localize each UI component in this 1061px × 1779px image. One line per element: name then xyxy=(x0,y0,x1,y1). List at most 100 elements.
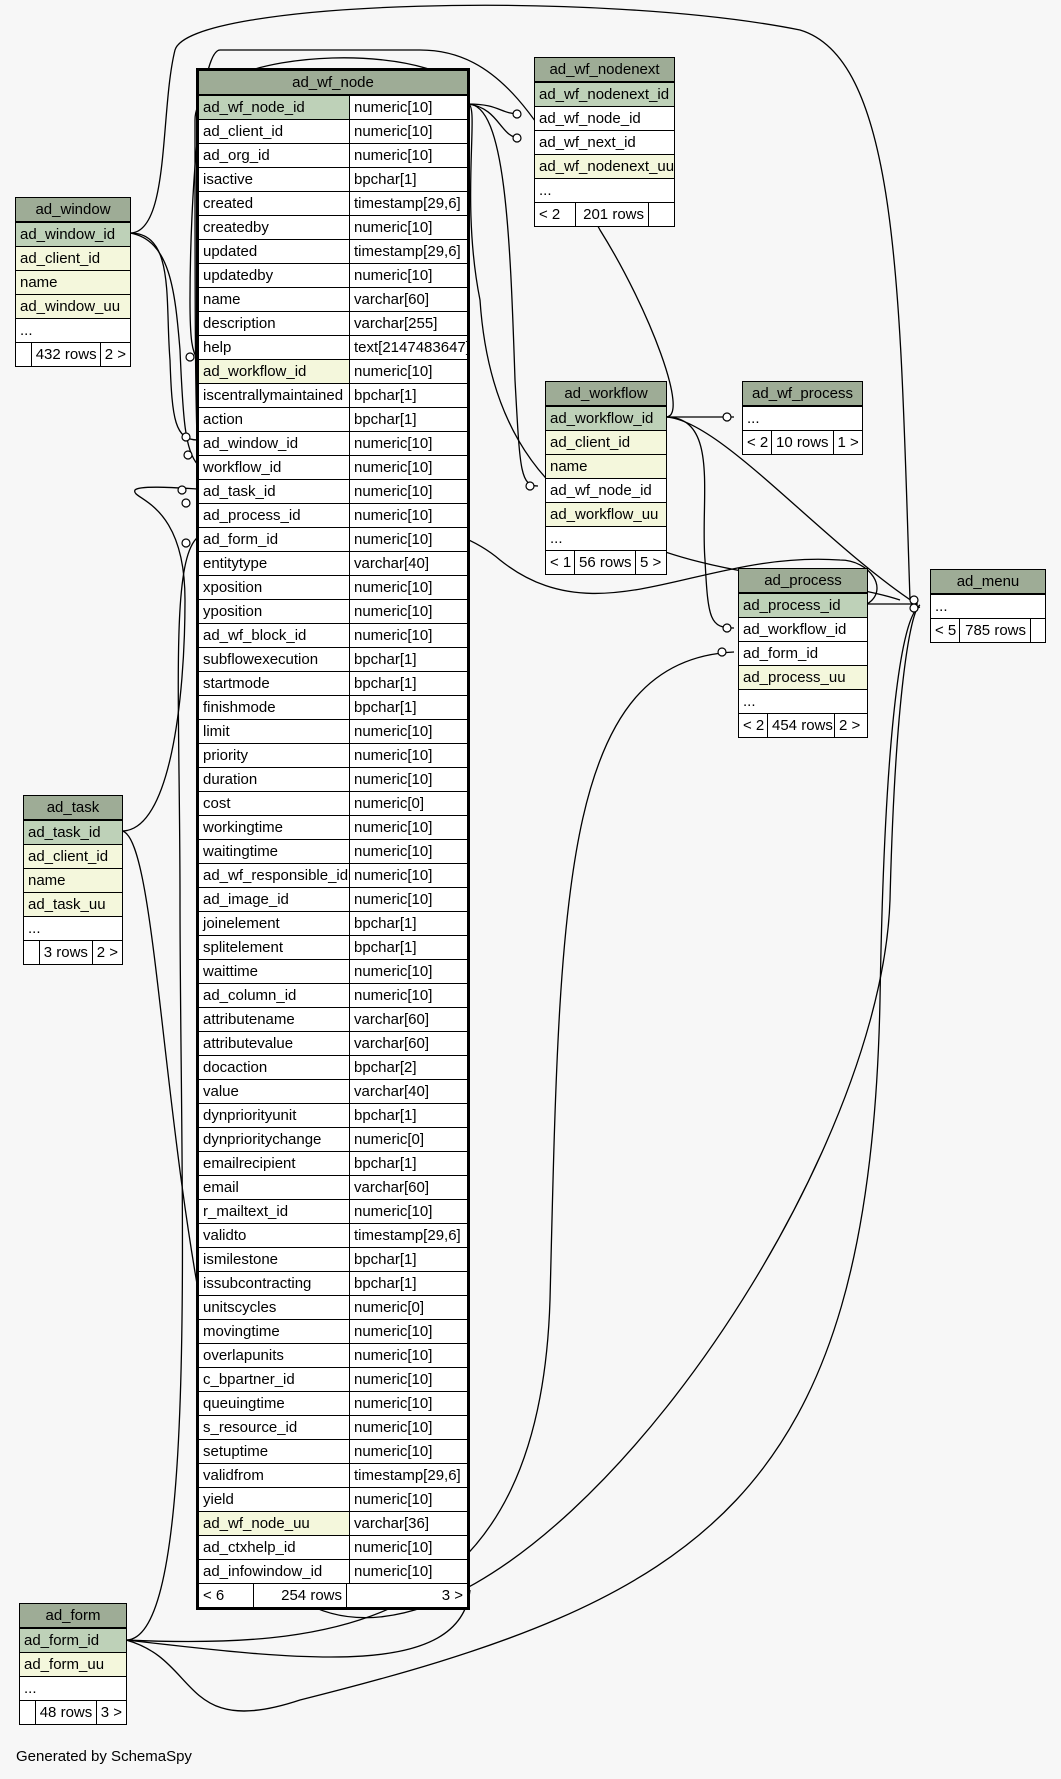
table-row[interactable]: ad_client_id xyxy=(16,246,130,270)
table-row[interactable]: ad_workflow_id xyxy=(739,617,867,641)
table-row[interactable]: ad_client_id xyxy=(24,844,122,868)
table-row[interactable]: ad_process_uu xyxy=(739,665,867,689)
next-link[interactable]: 3 > xyxy=(95,1701,126,1724)
table-row[interactable]: ... xyxy=(16,318,130,342)
table-row[interactable]: ad_wf_node_id xyxy=(535,106,674,130)
next-link[interactable] xyxy=(1030,619,1045,642)
prev-link[interactable] xyxy=(20,1701,35,1724)
table-row[interactable]: ad_wf_node_id xyxy=(546,478,666,502)
table-row[interactable]: ad_form_uu xyxy=(20,1652,126,1676)
table-row[interactable]: ad_task_uu xyxy=(24,892,122,916)
table-row[interactable]: name xyxy=(24,868,122,892)
prev-link[interactable] xyxy=(24,941,39,964)
table-ad-wf-process[interactable]: ad_wf_process ... < 2 10 rows 1 > xyxy=(742,381,863,455)
next-link[interactable]: 2 > xyxy=(834,714,867,737)
table-row[interactable]: ... xyxy=(931,594,1045,618)
table-row[interactable]: ad_wf_nodenext_id xyxy=(535,82,674,106)
table-row[interactable]: ad_process_id xyxy=(739,593,867,617)
table-row[interactable]: ad_task_id xyxy=(24,820,122,844)
table-row[interactable]: ad_workflow_uu xyxy=(546,502,666,526)
table-row[interactable]: ... xyxy=(546,526,666,550)
table-row[interactable]: ... xyxy=(739,689,867,713)
table-row[interactable]: ad_wf_nodenext_uu xyxy=(535,154,674,178)
table-row[interactable]: ad_window_id xyxy=(16,222,130,246)
prev-link[interactable]: < 2 xyxy=(747,434,769,451)
table-row[interactable]: ad_form_id xyxy=(739,641,867,665)
table-row[interactable]: ... xyxy=(20,1676,126,1700)
table-row[interactable]: ad_form_id xyxy=(20,1628,126,1652)
table-row[interactable]: ... xyxy=(24,916,122,940)
table-row[interactable]: ad_client_id xyxy=(546,430,666,454)
table-row[interactable]: ad_wf_next_id xyxy=(535,130,674,154)
prev-link[interactable]: < 6 xyxy=(203,1587,225,1604)
table-row[interactable]: ... xyxy=(535,178,674,202)
table-row[interactable]: name xyxy=(546,454,666,478)
prev-link[interactable]: < 2 xyxy=(539,206,561,223)
prev-link[interactable] xyxy=(16,343,31,366)
table-row[interactable]: ad_workflow_id xyxy=(546,406,666,430)
next-link[interactable]: 2 > xyxy=(99,343,130,366)
prev-link[interactable]: < 5 xyxy=(935,622,957,639)
next-link[interactable]: 5 > xyxy=(635,551,666,574)
next-link[interactable]: 1 > xyxy=(832,431,863,454)
